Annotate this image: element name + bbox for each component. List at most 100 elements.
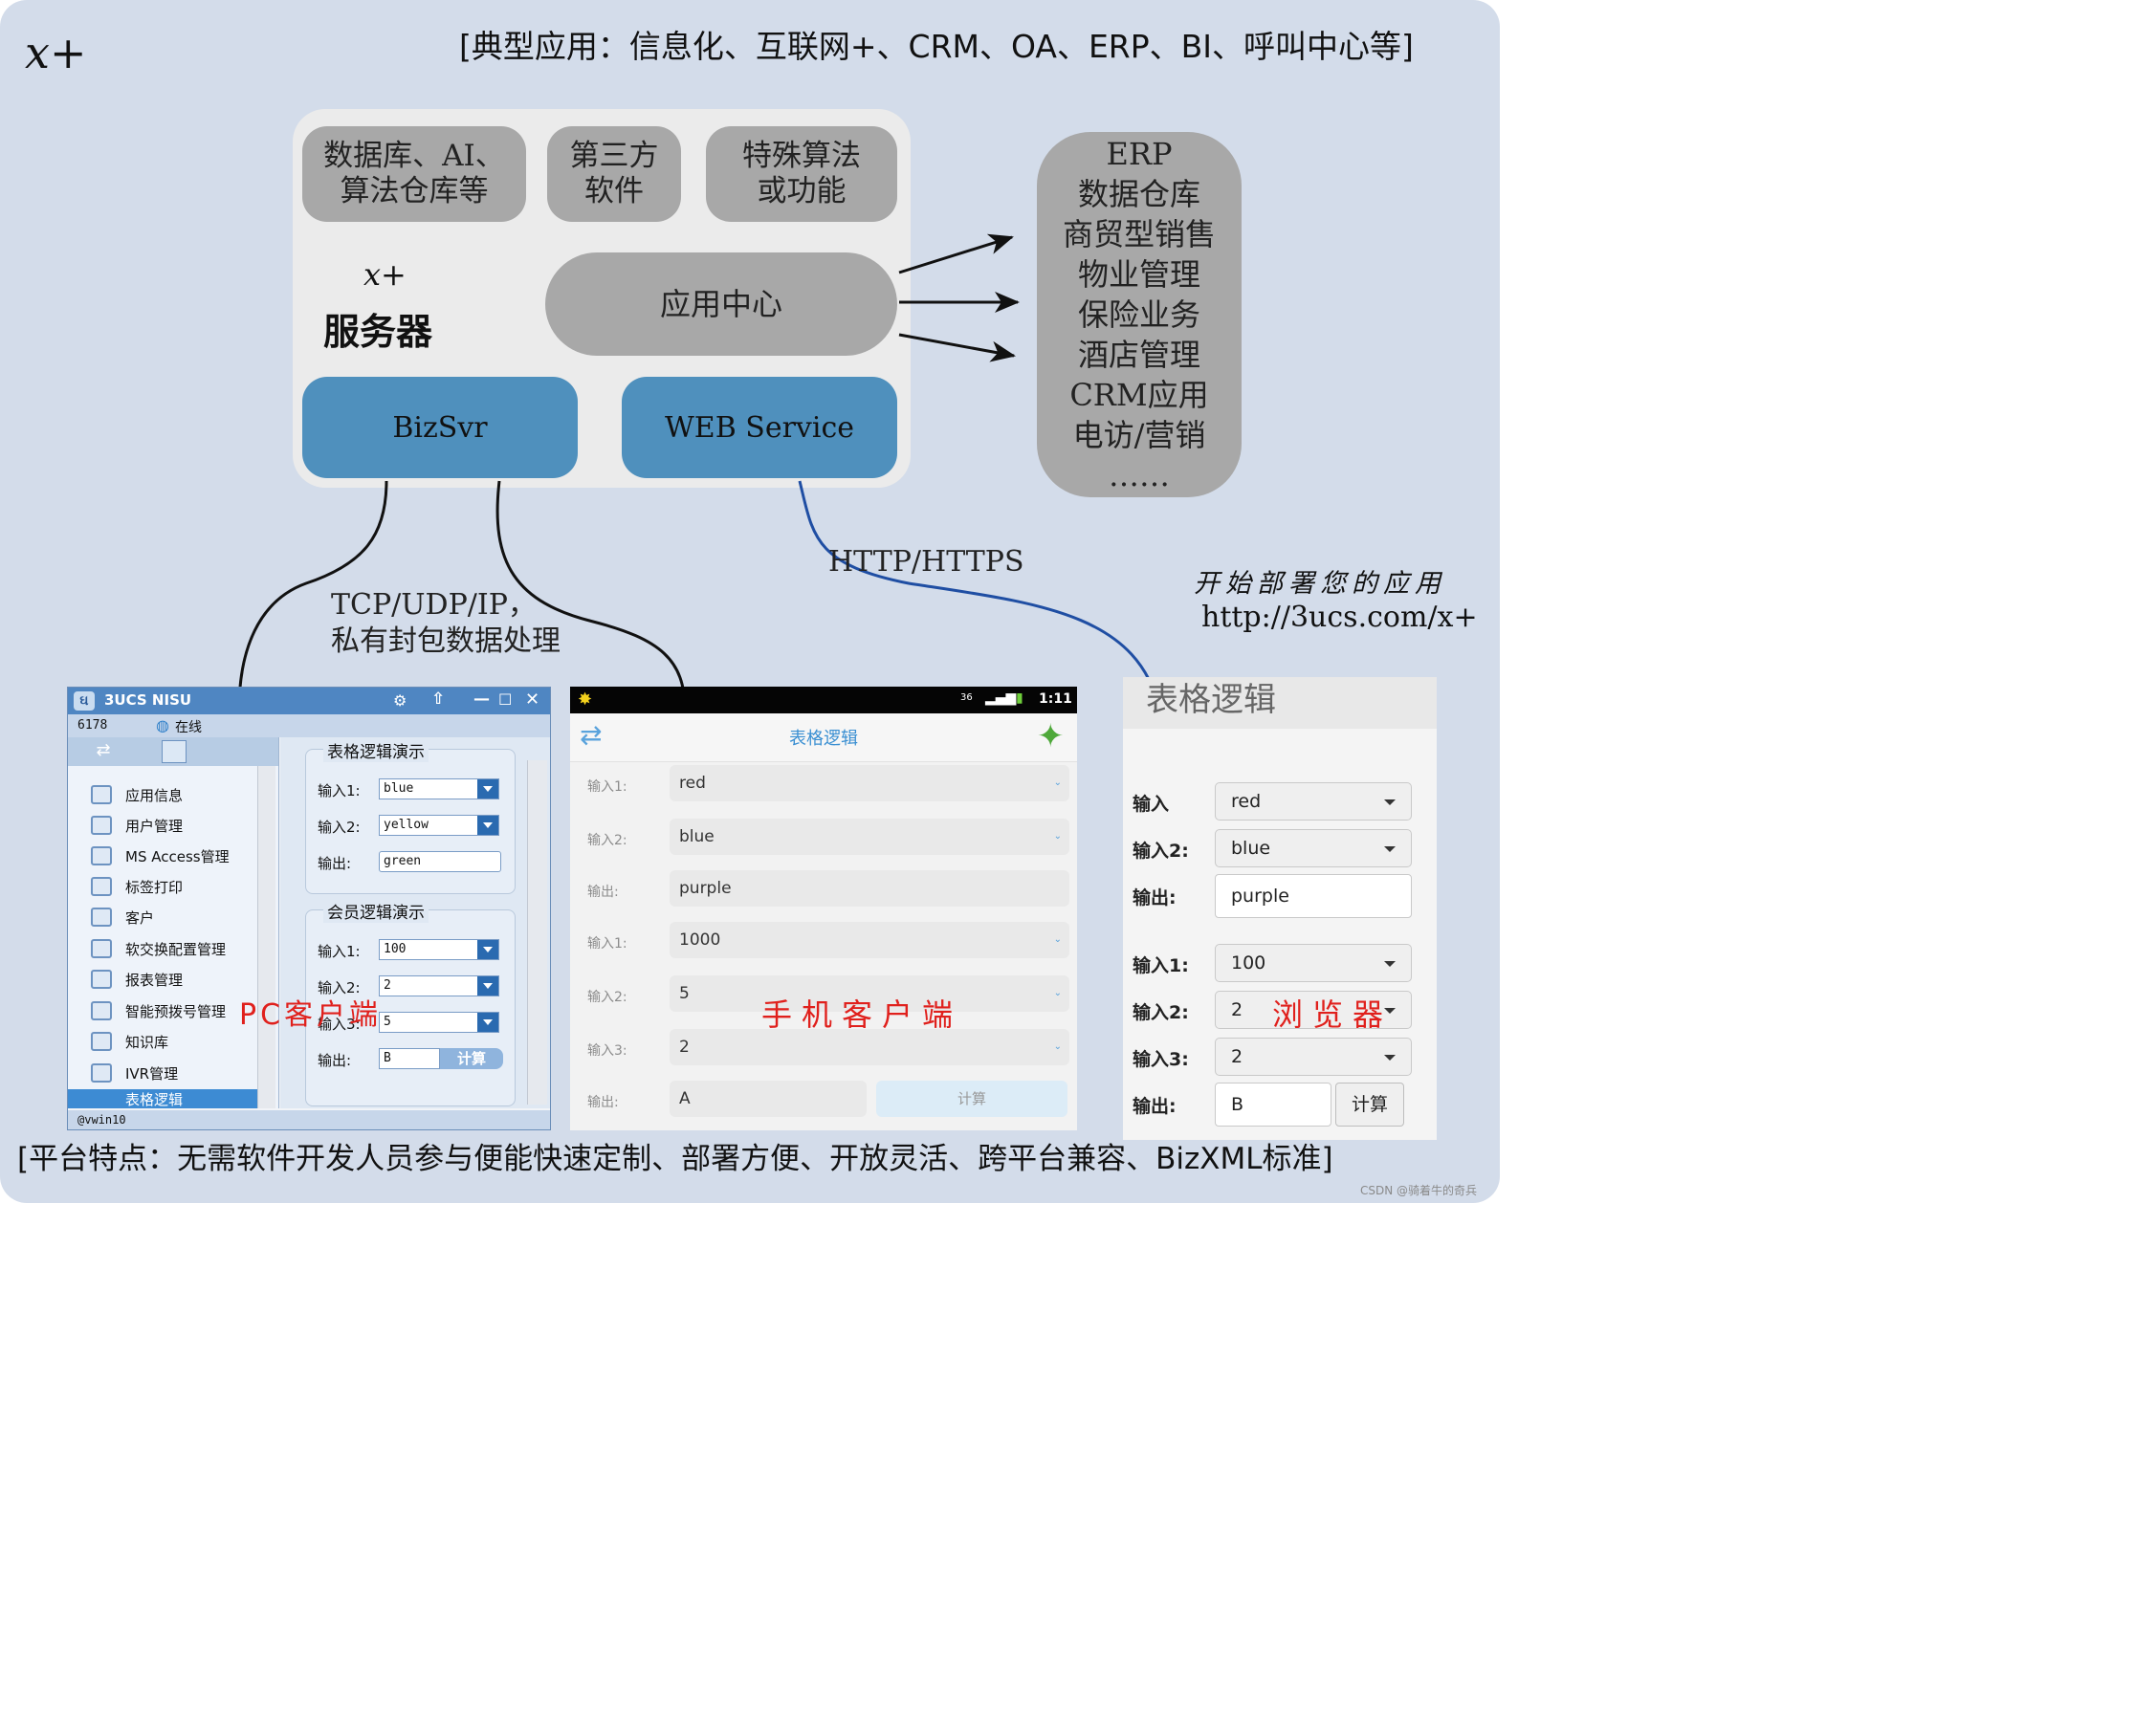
browser-member-input1-select[interactable]: 100: [1215, 944, 1412, 982]
sidebar-item-app-info[interactable]: 应用信息: [68, 780, 257, 809]
sidebar-item-table-logic[interactable]: 表格逻辑: [68, 1089, 257, 1108]
dropdown-icon[interactable]: ⌄: [1053, 988, 1062, 998]
arrow-to-browser: [798, 480, 1166, 711]
back-icon[interactable]: ⇄: [580, 719, 603, 751]
mobile-member-input2[interactable]: 5⌄: [670, 975, 1069, 1012]
mobile-member-input3[interactable]: 2⌄: [670, 1029, 1069, 1065]
browser-member-output-field[interactable]: B: [1215, 1083, 1331, 1127]
nav-label: MS Access管理: [125, 847, 230, 865]
field-label: 输入3:: [318, 1016, 361, 1033]
mobile-member-output[interactable]: A: [670, 1081, 867, 1117]
protocol-tcp-line1: TCP/UDP/IP，: [331, 588, 537, 622]
online-status-icon[interactable]: ◍: [156, 716, 169, 734]
sidebar-item-ms-access[interactable]: MS Access管理: [68, 842, 257, 870]
browser-member-input3-select[interactable]: 2: [1215, 1038, 1412, 1076]
app-item: ERP: [1106, 136, 1173, 172]
dropdown-icon[interactable]: ⌄: [1053, 1041, 1062, 1052]
document-icon: [91, 1063, 112, 1083]
nav-label: 标签打印: [125, 878, 184, 896]
field-label: 输入1:: [587, 936, 627, 952]
member-output-field[interactable]: B: [379, 1048, 440, 1069]
sidebar-item-ivr[interactable]: IVR管理: [68, 1059, 257, 1087]
dropdown-arrow-icon[interactable]: [477, 976, 498, 996]
protocol-tcp: TCP/UDP/IP， 私有封包数据处理: [331, 587, 561, 660]
close-icon[interactable]: ✕: [525, 689, 540, 710]
dropdown-icon[interactable]: ⌄: [1053, 777, 1062, 788]
mobile-client-screen: ✸ 36 ▂▄▆ ▮ 1:11 ⇄ 表格逻辑 ✦ 输入1: red⌄ 输入2: …: [570, 687, 1077, 1130]
tab-config-icon[interactable]: [162, 740, 187, 763]
mobile-input1[interactable]: red ⌄: [670, 765, 1069, 801]
protocol-tcp-line2: 私有封包数据处理: [331, 624, 561, 658]
dropdown-icon[interactable]: ⌄: [1053, 934, 1062, 945]
mobile-output[interactable]: purple: [670, 870, 1069, 907]
protocol-http: HTTP/HTTPS: [828, 545, 1024, 579]
browser-input2-select[interactable]: blue: [1215, 829, 1412, 867]
calculate-button[interactable]: 计算: [440, 1048, 503, 1069]
nav-label: 表格逻辑: [125, 1090, 184, 1108]
pc-client-caption: PC客户端: [239, 998, 383, 1032]
pc-titlebar: ઘ 3UCS NISU ⚙ ⇧ — ☐ ✕: [68, 688, 550, 714]
upload-icon[interactable]: ⇧: [431, 689, 446, 709]
minimize-icon[interactable]: —: [473, 689, 490, 709]
select-value: blue: [1231, 838, 1271, 859]
sidebar-item-knowledge[interactable]: 知识库: [68, 1027, 257, 1056]
maximize-icon[interactable]: ☐: [498, 690, 513, 709]
sidebar-item-user-mgmt[interactable]: 用户管理: [68, 811, 257, 840]
document-icon: [91, 877, 112, 896]
settings-icon[interactable]: ⚙: [393, 691, 407, 710]
sidebar-item-reports[interactable]: 报表管理: [68, 965, 257, 994]
app-item: 酒店管理: [1077, 337, 1200, 373]
member-input2-combo[interactable]: 2: [379, 975, 499, 996]
field-label: 输出:: [587, 1095, 619, 1110]
arrow-to-apps-3: [898, 333, 1016, 362]
app-item: 电访/营销: [1072, 417, 1206, 453]
third-party-line1: 第三方: [569, 138, 659, 173]
network-type: 36: [960, 692, 973, 703]
combo-value: 5: [384, 1015, 391, 1029]
input1-combo[interactable]: blue: [379, 778, 499, 799]
member-input1-combo[interactable]: 100: [379, 939, 499, 960]
sidebar-scrollbar[interactable]: [257, 766, 275, 1108]
browser-input1-select[interactable]: red: [1215, 782, 1412, 821]
app-logo-icon[interactable]: ✦: [1037, 717, 1065, 755]
output-field[interactable]: green: [379, 851, 501, 872]
document-icon: [91, 785, 112, 804]
field-label: 输出:: [1133, 887, 1177, 908]
field-value: red: [679, 774, 706, 793]
dropdown-arrow-icon[interactable]: [477, 1013, 498, 1032]
mobile-calculate-button[interactable]: 计算: [876, 1081, 1067, 1117]
deploy-url[interactable]: http://3ucs.com/x+: [1201, 601, 1478, 634]
document-icon: [91, 908, 112, 927]
pc-sidebar-tabs: ⇄: [68, 737, 278, 766]
app-notification-icon: ✸: [578, 689, 593, 710]
field-value: blue: [679, 827, 715, 846]
top-banner: [典型应用：信息化、互联网+、CRM、OA、ERP、BI、呼叫中心等]: [459, 28, 1414, 65]
tab-refresh-icon[interactable]: ⇄: [96, 740, 111, 760]
browser-calculate-button[interactable]: 计算: [1335, 1083, 1404, 1127]
sidebar-item-predial[interactable]: 智能预拨号管理: [68, 996, 257, 1025]
pc-window-title: 3UCS NISU: [104, 691, 192, 709]
content-scrollbar[interactable]: [527, 760, 547, 1105]
browser-member-input2-select[interactable]: 2: [1215, 991, 1412, 1029]
special-algorithm-line2: 或功能: [757, 174, 847, 208]
nav-label: 软交换配置管理: [125, 940, 227, 958]
sidebar-item-softswitch[interactable]: 软交换配置管理: [68, 934, 257, 963]
input2-combo[interactable]: yellow: [379, 815, 499, 836]
nav-label: IVR管理: [125, 1064, 179, 1083]
member-input3-combo[interactable]: 5: [379, 1012, 499, 1033]
dropdown-arrow-icon[interactable]: [477, 779, 498, 799]
dropdown-icon[interactable]: ⌄: [1053, 831, 1062, 842]
sidebar-item-customer[interactable]: 客户: [68, 903, 257, 931]
app-item: ……: [1109, 457, 1170, 493]
dropdown-arrow-icon[interactable]: [477, 816, 498, 835]
dropdown-arrow-icon[interactable]: [477, 940, 498, 959]
diagram-canvas: x+ [典型应用：信息化、互联网+、CRM、OA、ERP、BI、呼叫中心等] 数…: [0, 0, 1500, 1203]
signal-icon: ▂▄▆: [985, 690, 1017, 706]
nav-label: 应用信息: [125, 786, 184, 804]
browser-output-field[interactable]: purple: [1215, 874, 1412, 918]
mobile-input2[interactable]: blue ⌄: [670, 819, 1069, 855]
online-status[interactable]: 在线: [175, 720, 202, 735]
sidebar-item-label-print[interactable]: 标签打印: [68, 872, 257, 901]
field-value: 2: [679, 1038, 690, 1057]
mobile-member-input1[interactable]: 1000⌄: [670, 922, 1069, 958]
